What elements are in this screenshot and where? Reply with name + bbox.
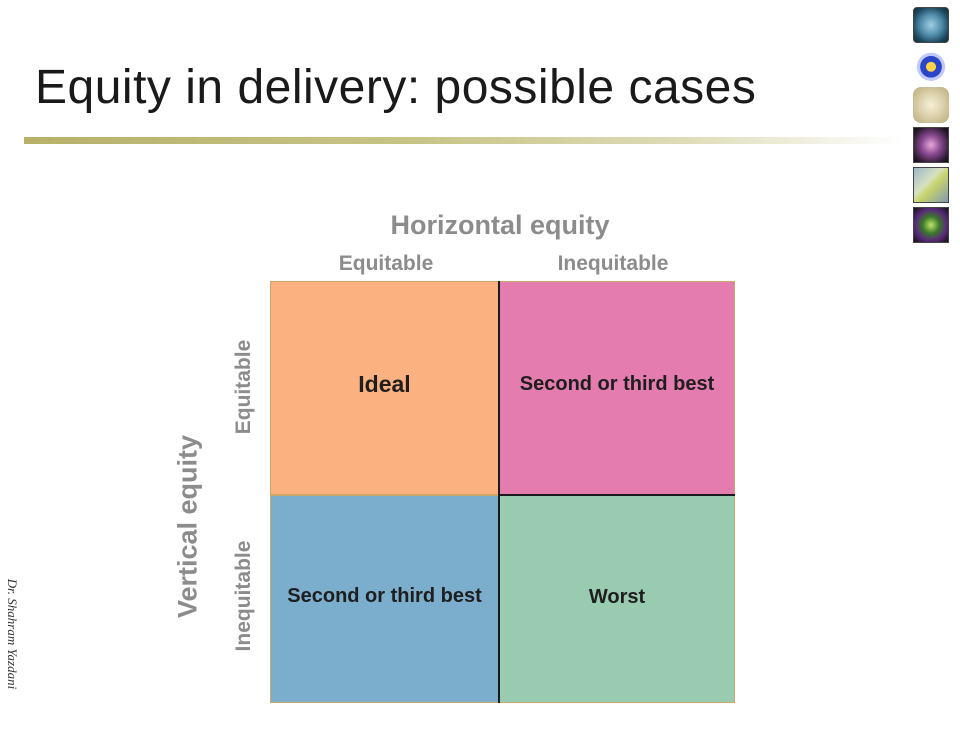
cell-bottom-left-label: Second or third best xyxy=(287,585,482,607)
vertical-equity-heading: Vertical equity xyxy=(172,434,203,619)
cell-bottom-left: Second or third best xyxy=(270,495,499,703)
column-label-inequitable: Inequitable xyxy=(557,252,669,275)
thumbnail-strip xyxy=(913,7,953,247)
matrix-vertical-divider xyxy=(498,281,500,703)
globe-icon xyxy=(913,7,949,43)
slide-title: Equity in delivery: possible cases xyxy=(35,61,757,114)
cell-top-right-label: Second or third best xyxy=(519,373,715,395)
cell-ideal: Ideal xyxy=(270,281,499,495)
cell-worst: Worst xyxy=(499,495,735,703)
cell-ideal-label: Ideal xyxy=(358,370,411,397)
equity-matrix: Ideal Second or third best Second or thi… xyxy=(270,281,735,703)
brain-scan-icon xyxy=(913,127,949,163)
horizontal-equity-heading: Horizontal equity xyxy=(390,210,610,240)
cell-worst-label: Worst xyxy=(588,585,646,608)
row-label-inequitable: Inequitable xyxy=(232,540,255,652)
atom-icon xyxy=(913,47,949,83)
row-label-equitable: Equitable xyxy=(232,339,255,435)
matrix-horizontal-divider xyxy=(499,494,735,496)
cell-top-right: Second or third best xyxy=(499,281,735,495)
microscope-icon xyxy=(913,207,949,243)
author-credit: Dr. Shahram Yazdani xyxy=(5,578,20,690)
bandage-icon xyxy=(913,87,949,123)
plant-icon xyxy=(913,167,949,203)
column-label-equitable: Equitable xyxy=(338,252,434,275)
title-underline xyxy=(24,137,904,144)
